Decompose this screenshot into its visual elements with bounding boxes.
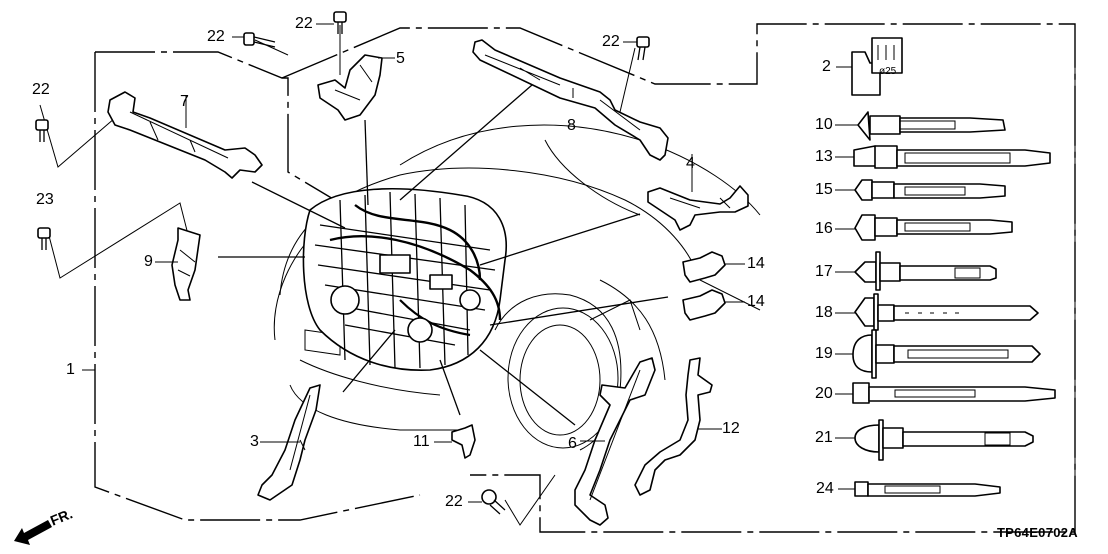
part-16-clip <box>854 214 1013 241</box>
callout-18: 18 <box>815 304 833 321</box>
part-20-band <box>852 382 1056 404</box>
part-21-clip <box>854 419 1034 461</box>
part-14-cover-upper <box>682 251 726 283</box>
leader-lines <box>39 25 669 526</box>
callout-7: 7 <box>180 93 189 110</box>
callout-19: 19 <box>815 345 833 362</box>
assembly-boundary-top <box>281 23 1076 533</box>
callout-22-bottom: 22 <box>445 493 463 510</box>
callout-12: 12 <box>722 420 740 437</box>
callout-22-top-right: 22 <box>602 33 620 50</box>
callout-1: 1 <box>66 361 75 378</box>
clamp-diameter-note: ø25 <box>879 66 897 77</box>
engine-with-harness <box>302 187 507 372</box>
callout-14-upper: 14 <box>747 255 765 272</box>
part-6-sub-harness <box>574 357 656 526</box>
callout-5: 5 <box>396 50 405 67</box>
callout-10: 10 <box>815 116 833 133</box>
part-17-clip <box>854 251 997 291</box>
part-19-clip <box>852 329 1041 379</box>
callout-23: 23 <box>36 191 54 208</box>
bolt-22-bottom <box>481 489 506 515</box>
callout-11: 11 <box>413 433 430 450</box>
part-10-clip <box>857 111 1006 141</box>
bolt-22-top-center <box>333 11 347 34</box>
callout-24: 24 <box>816 480 834 497</box>
callout-15: 15 <box>815 181 833 198</box>
part-9-bracket <box>171 227 201 301</box>
part-7-harness-cover <box>107 91 263 179</box>
callout-ticks <box>82 23 858 503</box>
part-14-cover-lower <box>682 289 726 321</box>
bolt-22-top-left <box>243 32 276 48</box>
callout-8: 8 <box>567 117 576 134</box>
front-direction-arrow-icon <box>14 520 52 545</box>
part-12-sub-harness <box>634 357 713 496</box>
callout-4: 4 <box>686 155 695 172</box>
callout-22-top-left: 22 <box>207 28 225 45</box>
part-18-clip <box>854 293 1039 331</box>
callout-6: 6 <box>568 435 577 452</box>
assembly-boundary-left <box>95 51 361 216</box>
part-2-harness-clamp <box>851 37 903 96</box>
bolt-22-upper-left <box>35 119 49 142</box>
bolt-23 <box>37 227 51 250</box>
callout-17: 17 <box>815 263 833 280</box>
part-8-harness-cover <box>472 39 669 161</box>
assembly-boundary-left-vertical <box>94 52 421 521</box>
diagram-code: TP64E0702A <box>996 525 1078 540</box>
callout-3: 3 <box>250 433 259 450</box>
callout-20: 20 <box>815 385 833 402</box>
part-5-bracket <box>317 54 383 121</box>
callout-22-top-center: 22 <box>295 15 313 32</box>
callout-13: 13 <box>815 148 833 165</box>
callout-9: 9 <box>144 253 153 270</box>
part-15-clip <box>854 179 1006 201</box>
callout-14-lower: 14 <box>747 293 765 310</box>
callout-16: 16 <box>815 220 833 237</box>
part-24-band <box>854 481 1001 497</box>
part-4-harness-cover <box>647 185 749 231</box>
part-13-clip <box>853 145 1051 169</box>
bolt-22-top-right <box>636 36 650 61</box>
callout-2: 2 <box>822 58 831 75</box>
callout-22-upper-left: 22 <box>32 81 50 98</box>
callout-21: 21 <box>815 429 833 446</box>
part-11-bracket <box>451 424 476 459</box>
